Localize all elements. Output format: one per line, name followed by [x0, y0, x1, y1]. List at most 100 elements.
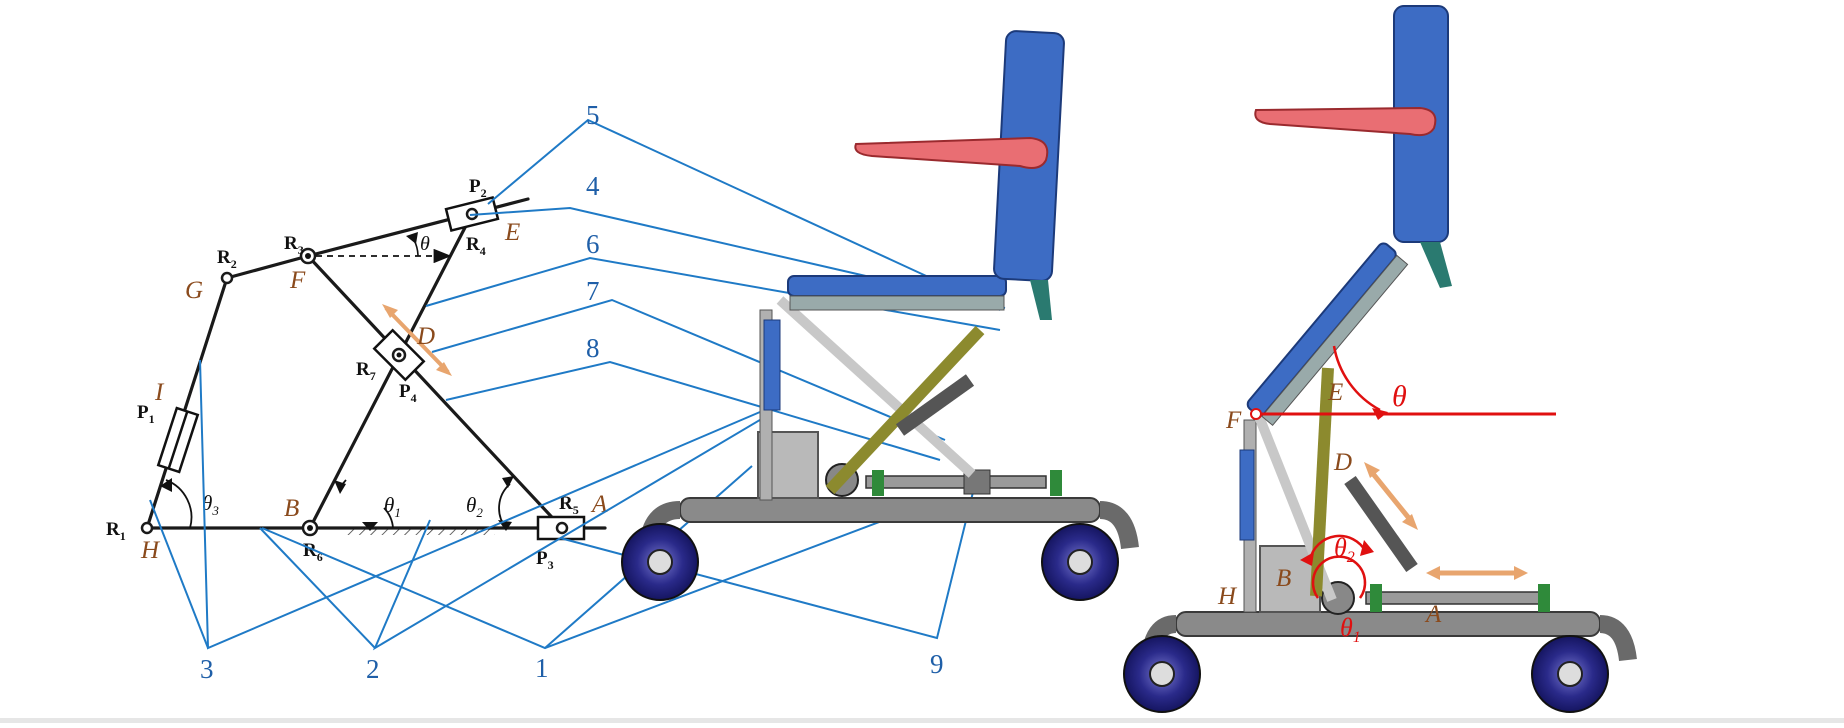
label-point-f-r: F — [1225, 407, 1242, 434]
part-number-5: 5 — [586, 100, 600, 130]
scissor-link-olive — [825, 325, 985, 495]
wheelchair-render-reclined: F E D B H A θ θ2 θ1 — [1123, 5, 1637, 713]
label-point-b: B — [284, 495, 299, 522]
scissor-link-white — [776, 296, 976, 478]
seat-actuator-r — [1344, 475, 1418, 573]
label-p1: P1 — [137, 402, 155, 426]
label-point-g: G — [185, 277, 203, 304]
part-number-9: 9 — [930, 649, 944, 679]
angle-arrow-theta — [406, 232, 418, 244]
label-point-a: A — [590, 491, 608, 518]
label-theta1-r: θ1 — [1340, 613, 1361, 646]
d-motion-arrow — [382, 304, 452, 376]
leader-4 — [469, 206, 1006, 309]
label-point-d: D — [416, 323, 435, 350]
label-r6: R6 — [303, 540, 323, 564]
a-motion-arrow-r — [1426, 566, 1528, 580]
joint-f-r — [1250, 408, 1262, 420]
part-number-7: 7 — [586, 276, 600, 306]
screw-mount-left-r — [1370, 584, 1382, 612]
lead-screw-r — [1365, 591, 1547, 605]
label-r4: R4 — [466, 234, 486, 258]
label-r1: R1 — [106, 519, 126, 543]
angle-arc-theta1-r — [1311, 555, 1367, 599]
label-point-h: H — [140, 537, 161, 564]
screw-mount-right — [1050, 470, 1062, 496]
angle-arrow-theta1-b — [334, 480, 346, 494]
rear-bend-r — [1599, 615, 1637, 662]
angle-arc-theta1 — [383, 507, 394, 529]
link-hg — [145, 276, 229, 530]
label-point-e-r: E — [1327, 379, 1343, 406]
angle-arrow-theta-r — [1372, 408, 1388, 420]
label-point-d-r: D — [1333, 449, 1352, 476]
label-theta2-r: θ2 — [1334, 533, 1355, 566]
d-motion-arrow-r — [1364, 462, 1418, 530]
wheel-front-hub — [647, 549, 673, 575]
leader-7 — [431, 298, 946, 441]
angle-arc-theta2-r — [1308, 534, 1368, 561]
armrest-r — [1254, 106, 1437, 137]
link-be — [308, 212, 474, 530]
part-number-1: 1 — [535, 653, 549, 683]
label-p2: P2 — [469, 176, 487, 200]
armrest — [854, 136, 1049, 169]
backrest-hinge-r — [1420, 242, 1452, 288]
link-olive-r — [1310, 367, 1334, 597]
seat-cushion — [787, 275, 1007, 297]
joint-r3-center — [305, 253, 311, 259]
screw-mount-left — [872, 470, 884, 496]
wheel-rear-hub — [1067, 549, 1093, 575]
prismatic-p1 — [156, 406, 200, 474]
wheel-rear-hub-r — [1557, 661, 1583, 687]
label-p3: P3 — [536, 548, 554, 572]
label-point-h-r: H — [1217, 583, 1238, 610]
angle-arrow-theta2-b — [502, 476, 514, 488]
label-theta: θ — [420, 233, 430, 255]
angle-arrow-theta1 — [362, 522, 378, 531]
label-point-a-r: A — [1424, 601, 1442, 628]
joint-r5 — [555, 521, 569, 535]
label-p4: P4 — [399, 381, 417, 405]
screw-mount-right-r — [1538, 584, 1550, 612]
seat-actuator — [895, 374, 975, 436]
angle-arrow-theta3 — [160, 478, 172, 492]
part-number-4: 4 — [586, 171, 600, 201]
label-theta1: θ1 — [384, 493, 401, 520]
backrest-hinge — [1030, 280, 1052, 320]
label-point-b-r: B — [1276, 565, 1291, 592]
wheelchair-render-seated — [621, 30, 1139, 601]
leader-5 — [487, 118, 1001, 311]
label-r7: R7 — [356, 359, 376, 383]
lead-screw — [865, 475, 1047, 489]
ground-hatch — [345, 527, 495, 535]
label-theta2: θ2 — [466, 493, 483, 520]
base-frame-r — [1175, 611, 1601, 637]
kinematic-schematic: R1 R2 R3 R4 R5 R6 R7 P1 P2 P3 P4 θ θ1 θ2… — [106, 176, 608, 572]
angle-arc-theta-r — [1332, 345, 1381, 412]
label-point-e: E — [504, 219, 520, 246]
bottom-band — [0, 718, 1844, 723]
part-number-6: 6 — [586, 229, 600, 259]
part-number-3: 3 — [200, 654, 214, 684]
joint-r1 — [140, 521, 154, 535]
link-gf — [225, 254, 310, 280]
part-number-2: 2 — [366, 654, 380, 684]
label-r3: R3 — [284, 233, 304, 257]
label-point-f: F — [289, 267, 306, 294]
label-point-i: I — [154, 379, 165, 406]
label-r2: R2 — [217, 247, 237, 271]
angle-arrow-theta2-r-b — [1360, 540, 1374, 556]
joint-r2 — [220, 271, 234, 285]
front-actuator-r — [1239, 449, 1255, 541]
front-actuator — [763, 319, 781, 411]
seat-frame — [789, 295, 1005, 311]
joint-r6-center — [307, 525, 313, 531]
leader-8 — [445, 360, 941, 461]
leader-3b — [149, 499, 209, 649]
wheel-front-hub-r — [1149, 661, 1175, 687]
leader-2b — [259, 527, 376, 649]
link-fa — [306, 254, 564, 530]
